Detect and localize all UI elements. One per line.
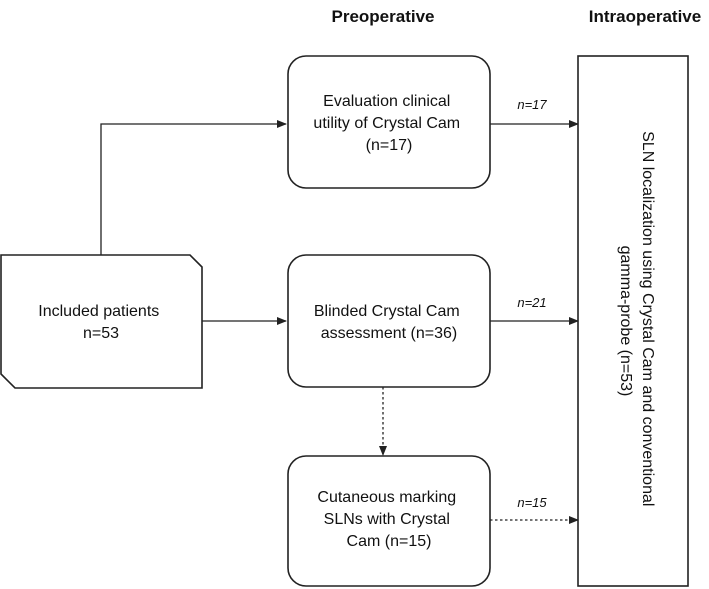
- cutaneous-box: [287, 455, 491, 587]
- evaluation-line-2: utility of Crystal Cam: [313, 115, 460, 132]
- evaluation-label: Evaluation clinical utility of Crystal C…: [313, 93, 464, 154]
- included-patients-line-1: Included patients: [38, 303, 159, 320]
- evaluation-line-1: Evaluation clinical: [323, 93, 450, 110]
- node-cutaneous-marking: Cutaneous marking SLNs with Crystal Cam …: [287, 455, 491, 587]
- included-patients-line-2: n=53: [83, 325, 119, 342]
- header-intraoperative: Intraoperative: [589, 7, 701, 26]
- blinded-line-1: Blinded Crystal Cam: [314, 303, 460, 320]
- cutaneous-line-2: SLNs with Crystal: [324, 511, 450, 528]
- included-patients-shape: [0, 254, 203, 389]
- blinded-label: Blinded Crystal Cam assessment (n=36): [314, 303, 464, 342]
- cutaneous-line-1: Cutaneous marking: [317, 489, 456, 506]
- sln-line-2: gamma-probe (n=53): [617, 246, 634, 397]
- edge-label-evaluation-sln: n=17: [517, 97, 547, 112]
- evaluation-line-3: (n=17): [366, 137, 413, 154]
- blinded-box: [287, 254, 491, 388]
- included-patients-label: Included patients n=53: [38, 303, 163, 342]
- blinded-line-2: assessment (n=36): [321, 325, 458, 342]
- sln-line-1: SLN localization using Crystal Cam and c…: [639, 131, 656, 506]
- edge-included-to-evaluation: [100, 120, 287, 255]
- node-sln-localization: SLN localization using Crystal Cam and c…: [577, 55, 689, 587]
- edge-label-blinded-sln: n=21: [517, 295, 546, 310]
- sln-label: SLN localization using Crystal Cam and c…: [617, 131, 656, 511]
- node-evaluation-clinical-utility: Evaluation clinical utility of Crystal C…: [287, 55, 491, 189]
- node-included-patients: Included patients n=53: [0, 254, 203, 389]
- header-preoperative: Preoperative: [332, 7, 435, 26]
- cutaneous-line-3: Cam (n=15): [347, 533, 432, 550]
- node-blinded-assessment: Blinded Crystal Cam assessment (n=36): [287, 254, 491, 388]
- evaluation-box: [287, 55, 491, 189]
- cutaneous-label: Cutaneous marking SLNs with Crystal Cam …: [317, 489, 460, 550]
- edge-label-cutaneous-sln: n=15: [517, 495, 547, 510]
- sln-box: [577, 55, 689, 587]
